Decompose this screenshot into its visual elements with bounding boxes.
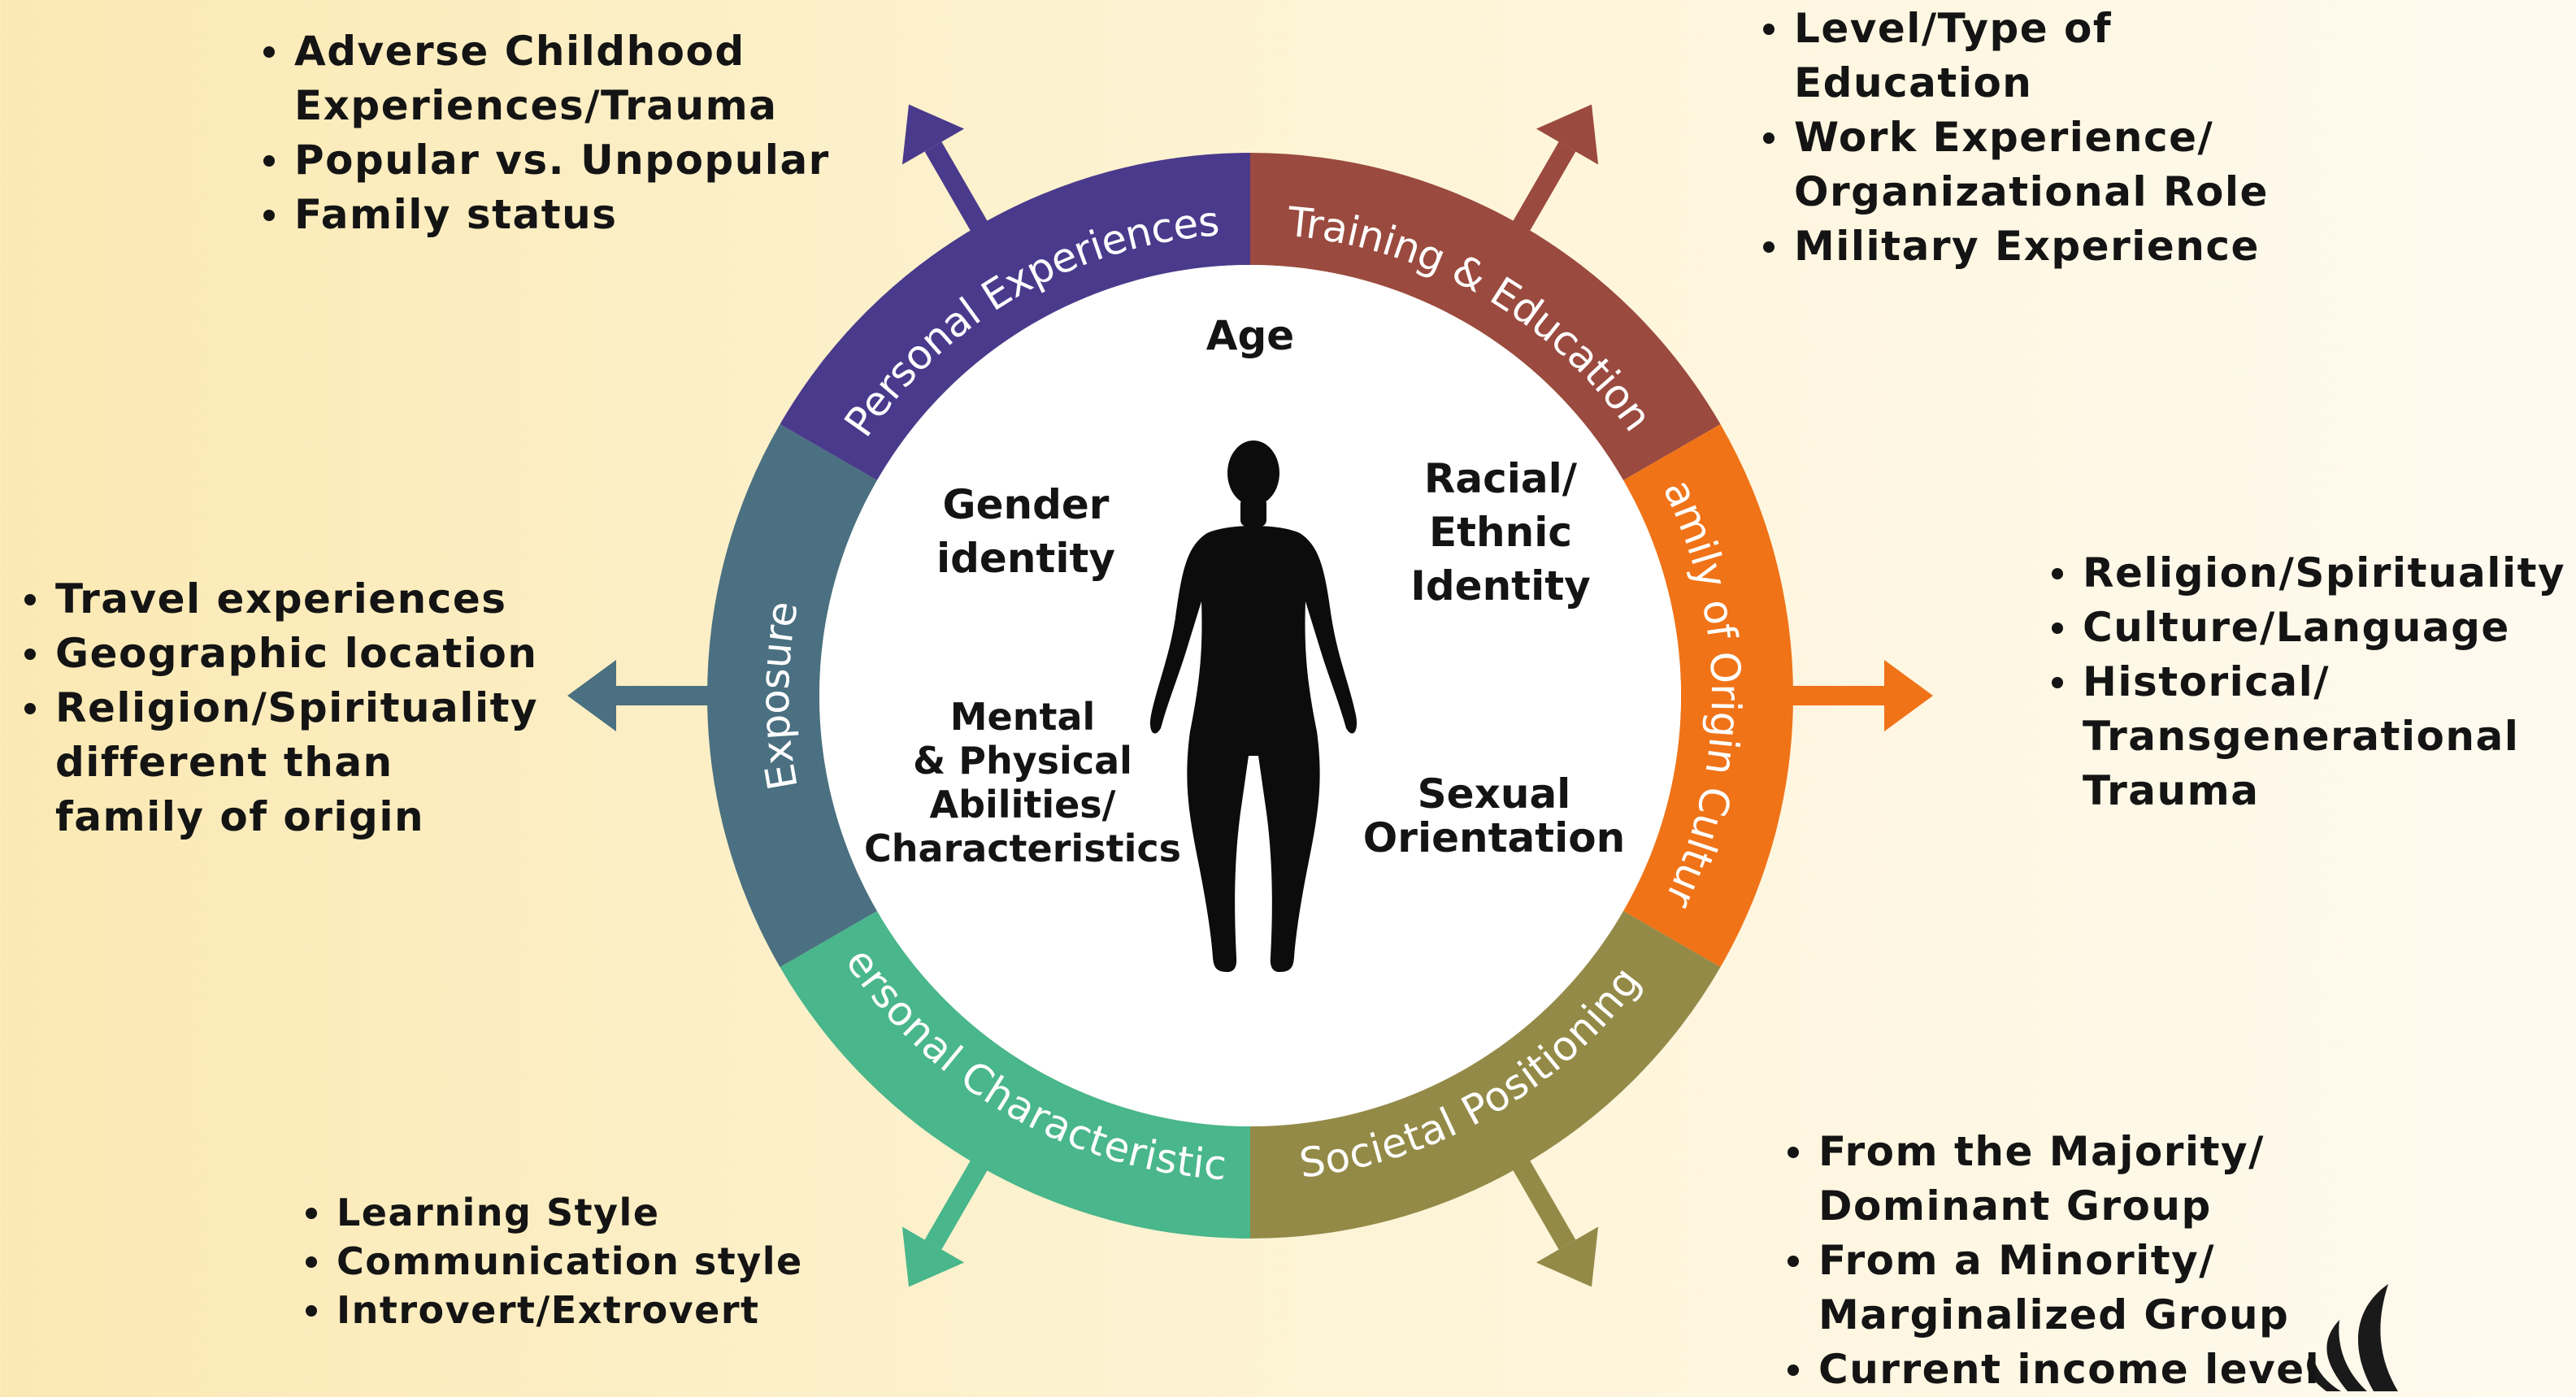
list-item: From the Majority/ Dominant Group [1783,1125,2320,1234]
list-item: Military Experience [1758,219,2269,274]
list-item: Level/Type of Education [1758,2,2269,111]
training-education-list: Level/Type of Education Work Experience/… [1758,2,2269,274]
segment-personal-characteristics [780,911,1250,1239]
core-age-label: Age [1206,312,1294,359]
list-item: Travel experiences [20,572,538,627]
family-origin-culture-list: Religion/Spirituality Culture/Language H… [2047,546,2565,818]
list-item: Historical/ Transgenerational Trauma [2047,655,2565,818]
list-item: Adverse Childhood Experiences/Trauma [258,24,830,133]
list-item: Work Experience/ Organizational Role [1758,111,2269,219]
segment-label-exposure: Exposure [750,597,806,793]
list-item: Geographic location [20,627,538,681]
arrow-family-origin-culture [1783,660,1933,731]
segment-exposure [707,424,878,967]
personal-experiences-list: Adverse Childhood Experiences/Trauma Pop… [258,24,830,242]
arrow-training-education [1508,104,1599,239]
segment-personal-experiences [780,153,1250,480]
segment-training-education [1250,153,1721,480]
list-item: From a Minority/ Marginalized Group [1783,1234,2320,1343]
arrow-personal-experiences [901,104,993,239]
segment-family-origin-culture [1622,424,1793,967]
list-item: Learning Style [301,1188,803,1237]
arrow-societal-positioning [1508,1152,1599,1287]
personal-characteristics-list: Learning Style Communication style Intro… [301,1188,803,1334]
list-item: Communication style [301,1237,803,1286]
arrow-exposure [567,660,717,731]
arrow-personal-characteristics [901,1152,993,1287]
list-item: Introvert/Extrovert [301,1286,803,1334]
list-item: Current income level [1783,1343,2320,1397]
human-silhouette-icon [1149,440,1358,972]
list-item: Religion/Spirituality different than fam… [20,681,538,844]
list-item: Religion/Spirituality [2047,546,2565,601]
exposure-list: Travel experiences Geographic location R… [20,572,538,844]
societal-positioning-list: From the Majority/ Dominant Group From a… [1783,1125,2320,1397]
segment-societal-positioning [1250,911,1721,1239]
list-item: Family status [258,188,830,242]
list-item: Popular vs. Unpopular [258,133,830,188]
list-item: Culture/Language [2047,601,2565,655]
wings-logo [2307,1284,2398,1391]
